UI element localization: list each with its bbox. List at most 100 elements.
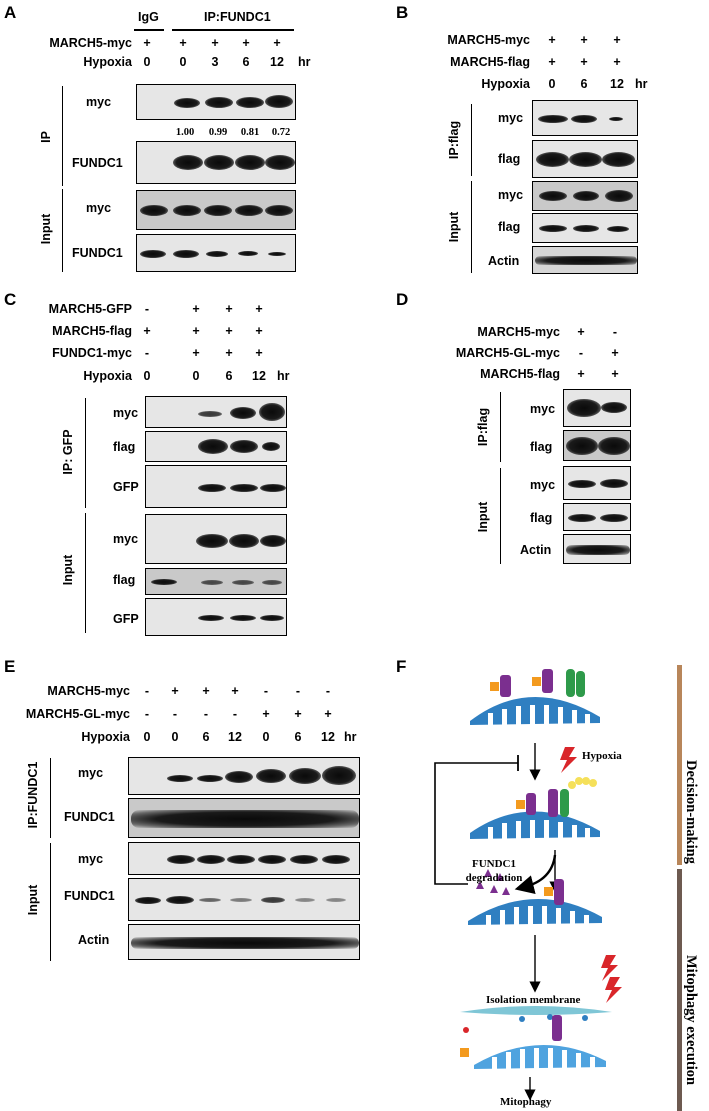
row-value: + [580,33,588,47]
blot-label: flag [530,440,553,454]
band [140,250,166,258]
blot-label: myc [78,766,104,780]
ip-side-label: IP [39,131,53,143]
band [289,768,321,784]
march5-protein-icon [560,789,569,817]
ub-icon [463,1027,469,1033]
row-value: 12 [228,730,242,744]
row-value: + [143,324,151,338]
blot-label: myc [498,188,524,202]
band [260,535,286,547]
blot-a-input-myc [136,190,296,230]
band [197,775,223,782]
decision-making-bar [677,665,682,865]
band [198,411,222,417]
fundc1-protein-icon [554,879,564,905]
lc3-icon [519,1014,588,1022]
row-value: + [255,302,263,316]
band [260,615,284,621]
blot-c-ip-flag [145,431,287,462]
input-side-line [62,189,63,272]
blot-c-ip-gfp [145,465,287,508]
blot-label: GFP [113,612,139,626]
blot-label: myc [86,201,112,215]
band [173,155,203,170]
blot-d-ip-myc [563,389,631,427]
blot-e-actin [128,924,360,960]
ub-icon [490,682,499,691]
march5-protein-icon [566,669,575,697]
input-side-label: Input [61,554,75,586]
band [198,439,228,454]
blot-label: flag [113,440,136,454]
blot-a-ip-myc [136,84,296,120]
band [225,771,253,783]
row-value: 6 [294,730,302,744]
blot-label: FUNDC1 [72,246,123,260]
fundc1-protein-icon [552,1015,562,1041]
row-value: + [225,324,233,338]
band [607,226,629,232]
row-value: 6 [202,730,210,744]
ip-side-line [50,758,51,838]
igg-header: IgG [138,10,159,24]
degradation-arrow [514,854,557,894]
ubiquitin-chain-icon [575,777,583,785]
band [230,898,252,902]
row-value: - [263,684,269,698]
row-value: + [202,684,210,698]
lightning-icon [560,747,577,773]
row-label: MARCH5-flag [52,324,132,338]
band [569,152,602,167]
band [131,937,359,949]
mitophagy-label: Mitophagy [500,1096,552,1108]
row-label: MARCH5-GFP [48,302,132,316]
row-value: - [144,707,150,721]
row-value: - [144,302,150,316]
fundc1-protein-icon [542,669,553,693]
row-value: 6 [225,369,233,383]
row-value: + [262,707,270,721]
row-label: FUNDC1-myc [52,346,132,360]
row-value: - [232,707,238,721]
blot-label: GFP [113,480,139,494]
blot-label: myc [498,111,524,125]
band [131,810,359,828]
blot-label: flag [498,152,521,166]
band [265,155,295,170]
input-side-label: Input [26,884,40,916]
band [238,251,258,256]
ub-icon [460,1048,469,1057]
band [140,205,168,216]
panel-letter-d: D [396,290,409,309]
band [601,402,627,413]
band [167,775,193,782]
row-value: + [255,324,263,338]
blot-d-actin [563,534,631,564]
row-value: - [612,325,618,339]
row-value: 0 [192,369,200,383]
blot-b-ip-flag [532,140,638,178]
row-value: 12 [610,77,624,91]
band [198,484,226,492]
blot-c-ip-myc [145,396,287,428]
blot-label: myc [530,478,556,492]
unit-label: hr [635,77,648,91]
blot-b-ip-myc [532,100,638,136]
row-value: + [242,36,250,50]
ubiquitin-chain-icon [582,777,590,785]
row-value: - [325,684,331,698]
panel-letter-b: B [396,3,409,22]
band [258,855,286,864]
ip-side-line [62,86,63,186]
unit-label: hr [344,730,357,744]
mitophagy-execution-label: Mitophagy execution [683,955,699,1086]
isolation-membrane-icon [460,1006,612,1015]
ip-side-label: IP:FUNDC1 [26,761,40,829]
ip-side-label: IP:flag [476,407,490,447]
row-value: + [548,33,556,47]
row-value: - [295,684,301,698]
band [201,580,223,585]
ip-side-line [85,398,86,508]
band [538,115,568,123]
